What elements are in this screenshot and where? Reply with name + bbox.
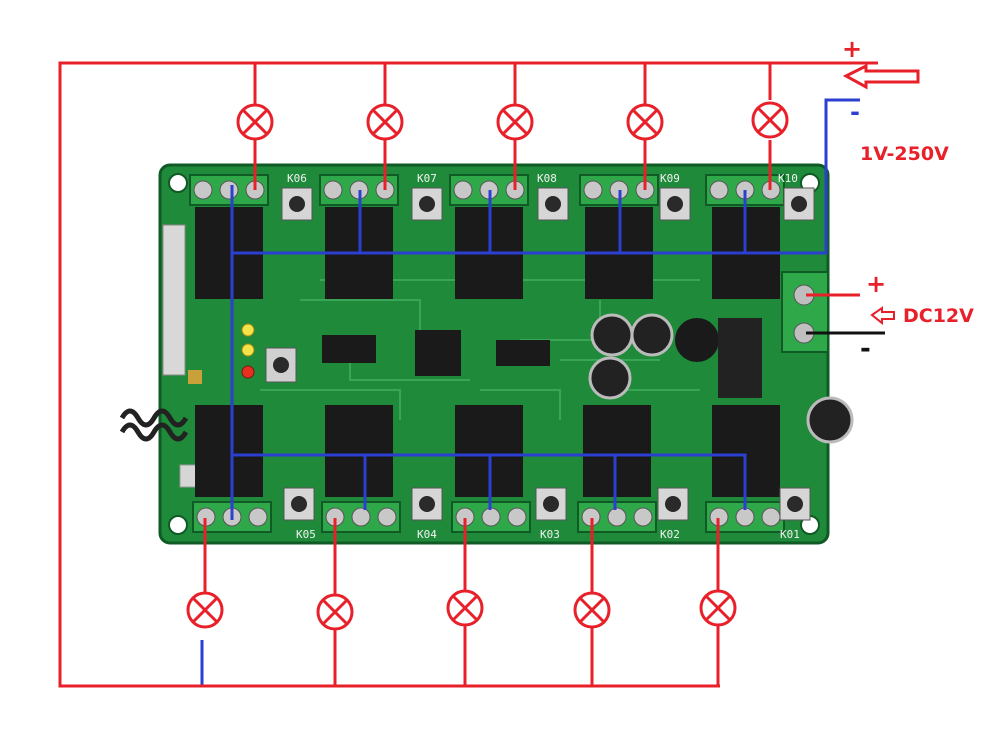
learn-button-cap [273,357,289,373]
terminal-bottom-2-screw-2 [351,507,371,527]
ic-right [496,340,550,366]
tact-button-top-5-cap [791,196,807,212]
lamp-icon-2 [366,103,404,141]
lamp-icon-8 [446,589,484,627]
plus-dc-label: + [866,270,886,298]
red-outer-loop [58,61,878,688]
ic-left [322,335,376,363]
label-k05: K05 [296,528,316,541]
terminal-bottom-4-screw-3 [633,507,653,527]
terminal-top-3-screw-1 [453,180,473,200]
dc-voltage-label: DC12V [903,305,974,327]
terminal-bottom-4-screw-2 [607,507,627,527]
relay-bottom-2 [325,405,393,497]
label-k06: K06 [287,172,307,185]
led-yellow-1 [241,323,255,337]
dc-input-arrow-icon [870,306,895,326]
capacitor-3 [588,356,632,400]
label-k07: K07 [417,172,437,185]
tact-button-bottom-2-cap [419,496,435,512]
label-k09: K09 [660,172,680,185]
lamp-icon-6 [186,591,224,629]
voltage-range-label: 1V-250V [860,143,949,165]
blue-bottom-bus [232,453,747,510]
mount-hole-bl [168,515,188,535]
label-k01: K01 [780,528,800,541]
terminal-bottom-1-screw-3 [248,507,268,527]
rf-module [162,224,186,376]
tact-button-top-2-cap [419,196,435,212]
relay-bottom-4 [583,405,651,497]
ic-mcu [415,330,461,376]
led-red [241,365,255,379]
terminal-top-1-screw-1 [193,180,213,200]
tact-button-bottom-1-cap [291,496,307,512]
tact-button-bottom-5-cap [787,496,803,512]
terminal-top-5-screw-1 [709,180,729,200]
relay-group [195,207,780,497]
lamp-group [186,101,789,631]
relay-bottom-1 [195,405,263,497]
lamp-icon-5 [751,101,789,139]
plus-top-label: + [842,35,862,63]
terminal-top-2-screw-1 [323,180,343,200]
tact-button-top-3-cap [545,196,561,212]
pcb-board: K10 K09 K08 K07 K06 K05 K04 K03 K02 K01 [119,163,854,545]
terminal-top-4-screw-1 [583,180,603,200]
label-k02: K02 [660,528,680,541]
minus-dc-label: - [860,334,871,364]
lamp-icon-7 [316,593,354,631]
lamp-icon-1 [236,103,274,141]
minus-top-label: - [850,98,860,126]
label-k10: K10 [778,172,798,185]
terminal-bottom-3-screw-3 [507,507,527,527]
button-group [281,187,815,521]
terminal-bottom-2-screw-3 [377,507,397,527]
label-k08: K08 [537,172,557,185]
capacitor-4 [806,396,854,444]
capacitor-2 [630,313,674,357]
blue-wiring [200,98,860,686]
tact-button-bottom-3-cap [543,496,559,512]
lamp-icon-3 [496,103,534,141]
label-k04: K04 [417,528,437,541]
terminal-bottom-3-screw-2 [481,507,501,527]
terminal-top-1-screw-2 [219,180,239,200]
lamp-icon-10 [699,589,737,627]
tact-button-top-1-cap [289,196,305,212]
lamp-icon-4 [626,103,664,141]
tact-button-bottom-4 [657,487,689,521]
capacitor-1 [590,313,634,357]
blue-top-bus [232,98,860,255]
regulator [718,318,762,398]
tact-button-top-4-cap [667,196,683,212]
label-k03: K03 [540,528,560,541]
ac-input-arrow-icon [842,63,920,90]
terminal-bottom-5-screw-2 [735,507,755,527]
tact-button-bottom-4-cap [665,496,681,512]
inductor [675,318,719,362]
rf-crystal [188,370,202,384]
led-yellow-2 [241,343,255,357]
mount-hole-tl [168,173,188,193]
terminal-bottom-5-screw-3 [761,507,781,527]
red-wiring [58,61,878,688]
lamp-icon-9 [573,591,611,629]
